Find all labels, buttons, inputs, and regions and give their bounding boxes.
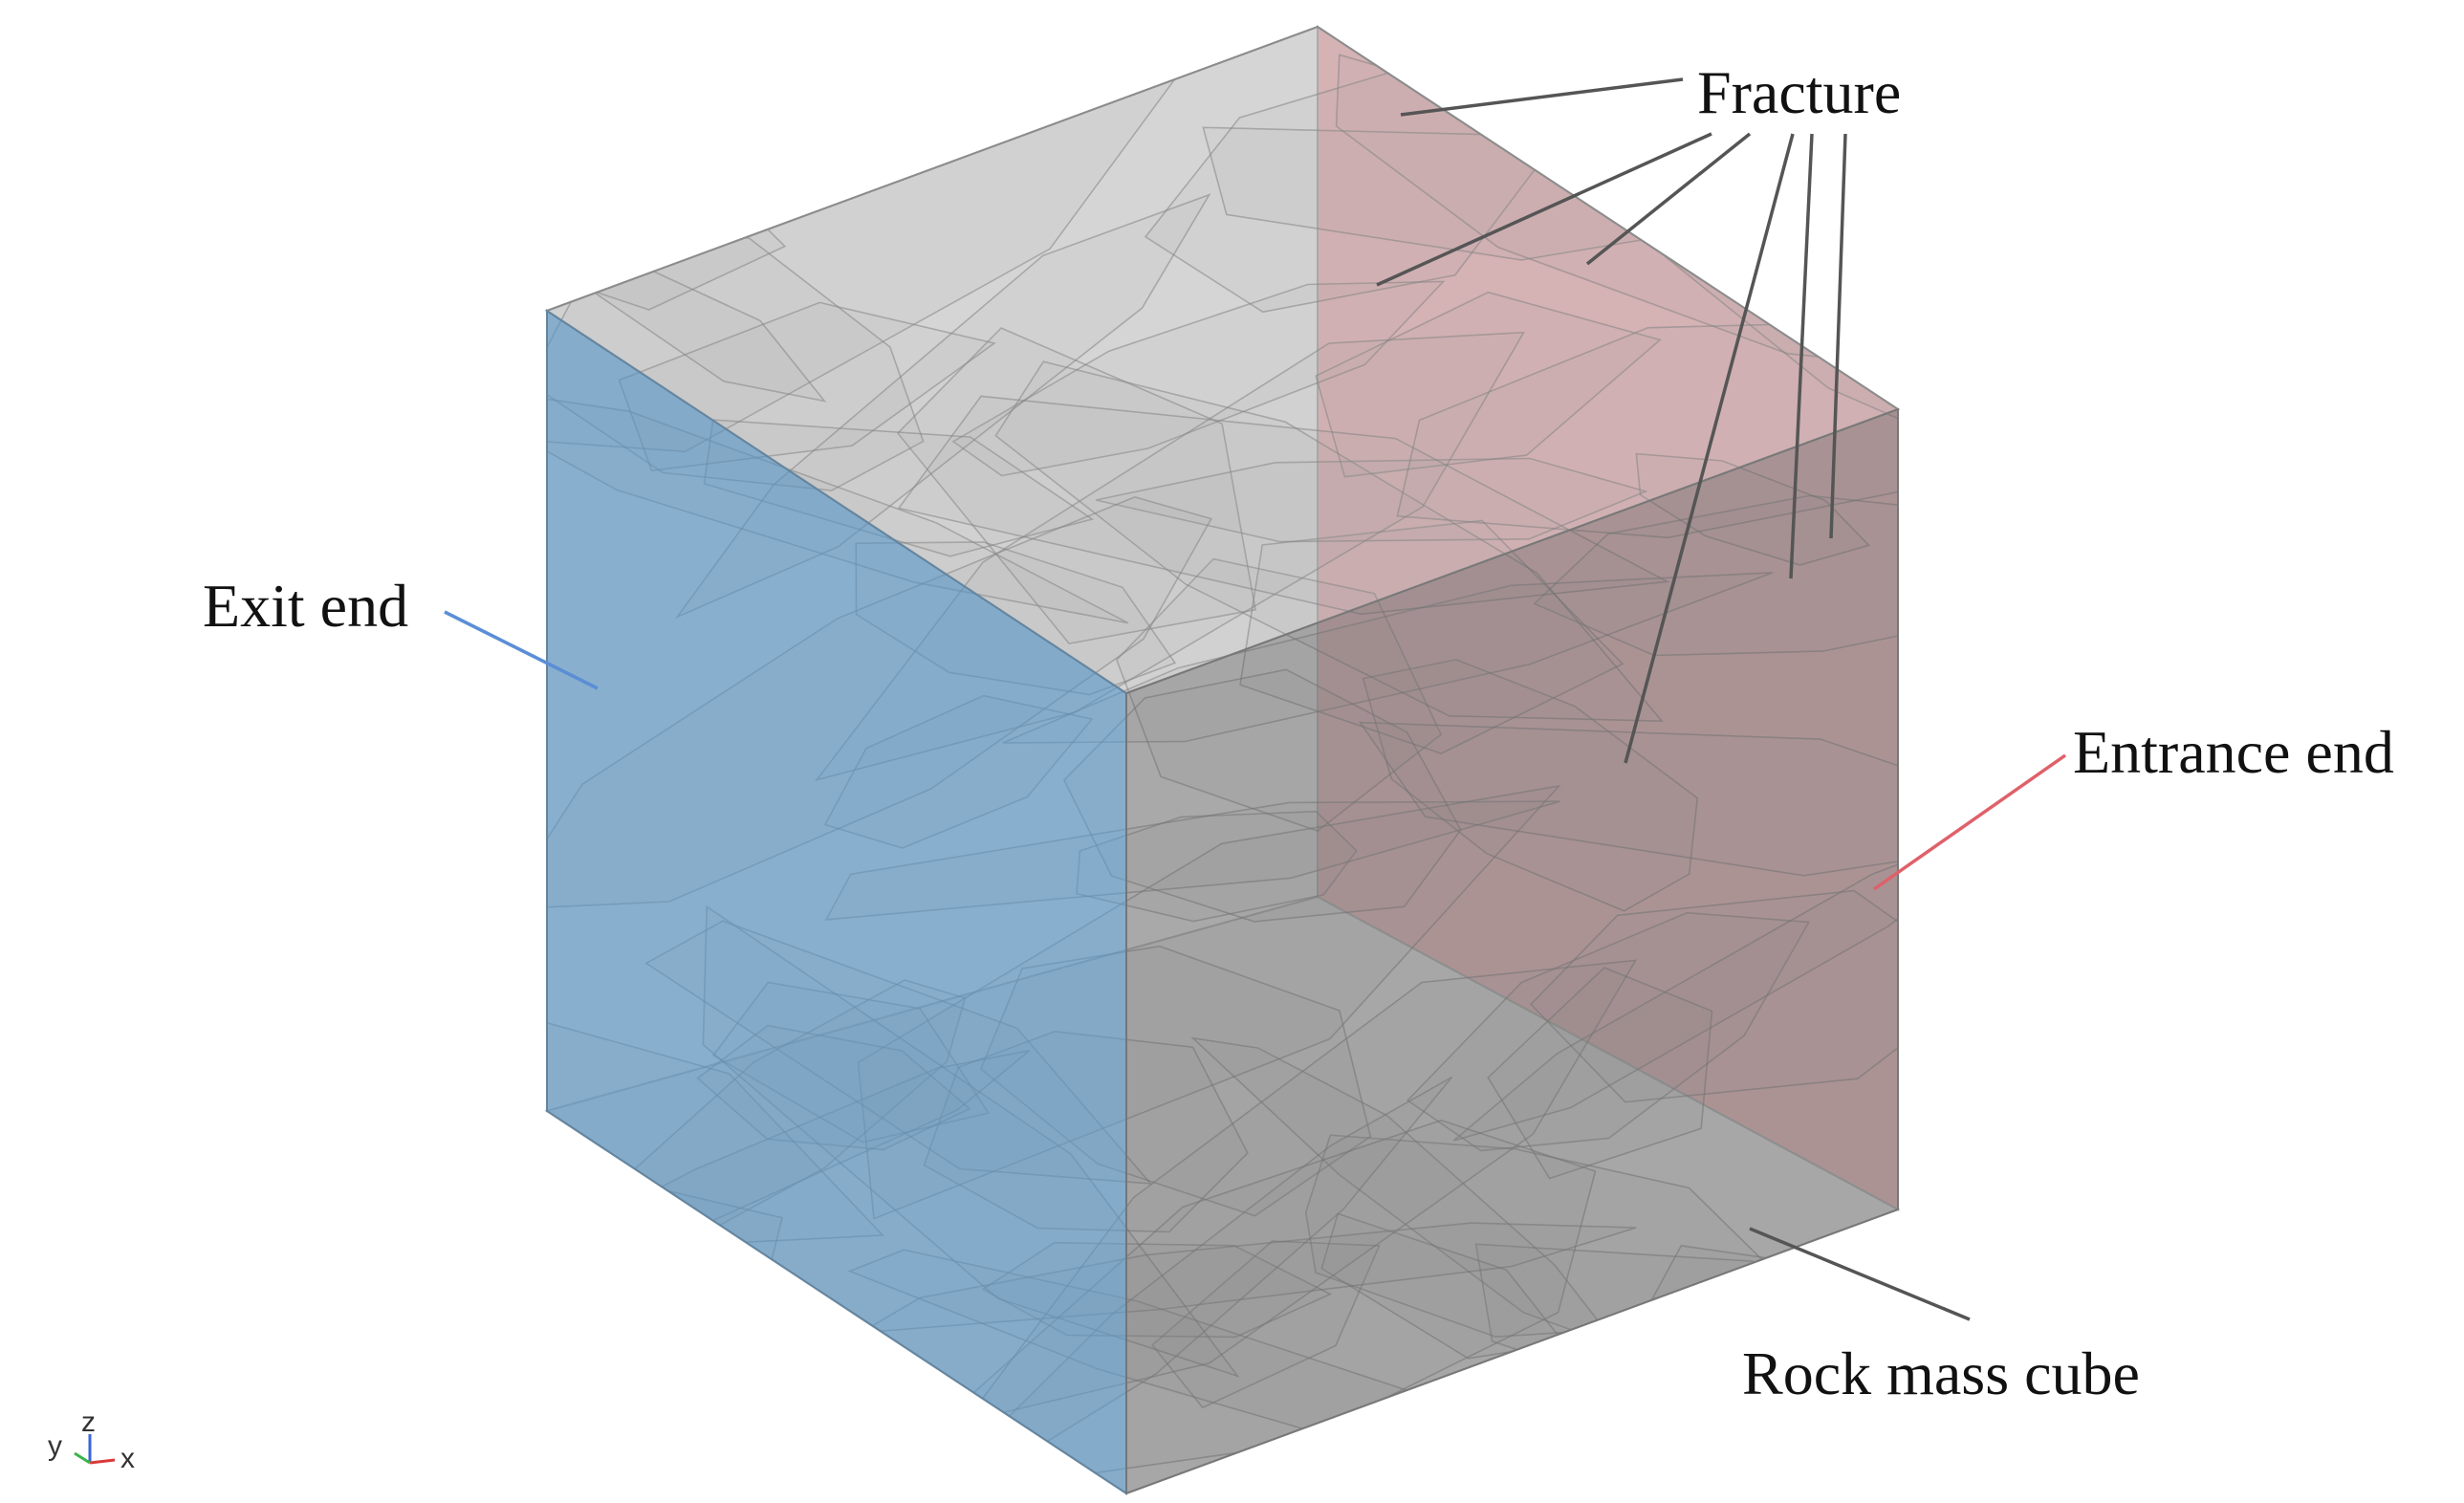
exit-end-label: Exit end [203, 572, 408, 640]
axis-triad: y z x [48, 1406, 135, 1474]
axis-y-label: y [48, 1430, 62, 1462]
leader-lines [444, 77, 2067, 1321]
fracture-plane [1095, 457, 1648, 543]
exit-face-shade [547, 311, 1126, 1493]
axis-x-label: x [120, 1443, 135, 1474]
exit-end-leader [444, 610, 599, 690]
fracture-leader-5 [1789, 133, 1814, 579]
fracture-plane [1396, 317, 1898, 539]
fracture-label: Fracture [1697, 58, 1901, 126]
axis-y-line [74, 1451, 91, 1465]
fracture-leader-3 [1585, 132, 1752, 266]
fracture-plane [1315, 291, 1662, 478]
axis-z-label: z [81, 1406, 96, 1438]
fracture-plane [951, 280, 1446, 477]
fracture-leader-1 [1400, 77, 1684, 117]
fracture-leader-4 [1624, 133, 1795, 764]
entrance-end-leader [1872, 753, 2067, 891]
rock-mass-leader [1749, 1227, 1971, 1321]
shading [547, 311, 1898, 1493]
front-right-shade [1126, 409, 1898, 1493]
rock-mass-cube-label: Rock mass cube [1742, 1340, 2140, 1407]
axis-x-line [89, 1458, 116, 1465]
fracture-leader-6 [1829, 133, 1847, 539]
cube-front-faces [544, 25, 1901, 1495]
fracture-plane [896, 327, 1256, 644]
front-right-face [1125, 407, 1899, 1495]
fracture-leader-2 [1376, 132, 1712, 287]
entrance-end-label: Entrance end [2073, 718, 2394, 786]
